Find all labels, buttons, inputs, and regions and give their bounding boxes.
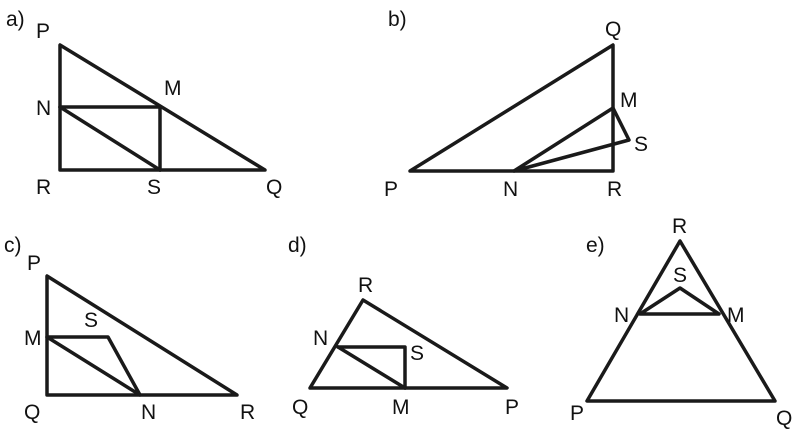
figure-a: a) P N M R S Q bbox=[6, 8, 282, 199]
figure-label: d) bbox=[288, 234, 307, 257]
point-label: Q bbox=[776, 407, 792, 430]
point-label: Q bbox=[266, 176, 282, 199]
triangle-QRP bbox=[308, 298, 509, 390]
point-label: S bbox=[410, 342, 424, 365]
point-label: M bbox=[392, 396, 410, 419]
point-label: R bbox=[672, 215, 687, 238]
point-label: P bbox=[570, 402, 584, 425]
point-label: N bbox=[313, 327, 328, 350]
triangle-RPQ bbox=[585, 239, 777, 403]
point-label: M bbox=[164, 77, 182, 100]
point-label: S bbox=[147, 176, 161, 199]
point-label: Q bbox=[24, 401, 40, 424]
point-label: P bbox=[27, 252, 41, 275]
point-label: P bbox=[505, 396, 519, 419]
point-label: Q bbox=[605, 18, 621, 41]
point-label: P bbox=[384, 178, 398, 201]
figure-c: c) P M S Q N R bbox=[4, 234, 255, 424]
point-label: Q bbox=[292, 396, 308, 419]
figure-d: d) R N S Q M P bbox=[288, 234, 519, 419]
point-label: M bbox=[24, 327, 42, 350]
segment-NM bbox=[336, 345, 407, 390]
figure-b: b) Q M S P N R bbox=[384, 8, 648, 201]
figure-label: c) bbox=[4, 234, 22, 257]
point-label: N bbox=[36, 97, 51, 120]
point-label: S bbox=[634, 133, 648, 156]
figure-label: a) bbox=[6, 8, 25, 31]
point-label: S bbox=[84, 309, 98, 332]
triangle-NMS bbox=[512, 106, 631, 173]
figure-label: b) bbox=[388, 8, 407, 31]
point-label: N bbox=[614, 304, 629, 327]
point-label: P bbox=[36, 20, 50, 43]
rectangle-NMS bbox=[58, 105, 162, 172]
triangle-NSM bbox=[638, 286, 721, 316]
point-label: N bbox=[503, 178, 518, 201]
rectangle-NSM bbox=[336, 345, 407, 390]
point-label: N bbox=[141, 401, 156, 424]
point-label: R bbox=[36, 176, 51, 199]
point-label: M bbox=[727, 304, 745, 327]
point-label: S bbox=[673, 264, 687, 287]
point-label: R bbox=[607, 178, 622, 201]
figure-e: e) R S N M P Q bbox=[570, 215, 792, 430]
triangle-MSN bbox=[45, 335, 142, 397]
point-label: M bbox=[620, 89, 638, 112]
figure-label: e) bbox=[586, 234, 605, 257]
point-label: R bbox=[358, 274, 373, 297]
segment-NS bbox=[58, 105, 162, 172]
point-label: R bbox=[240, 401, 255, 424]
